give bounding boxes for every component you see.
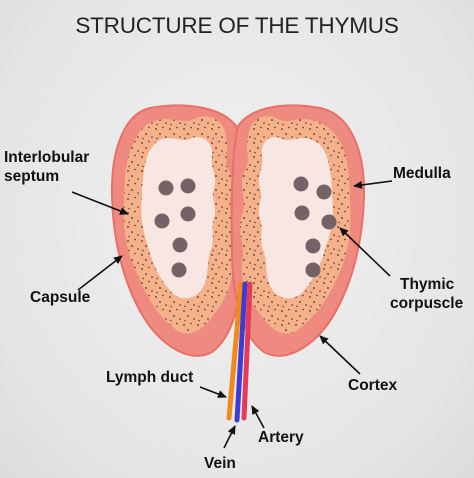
thymic-corpuscle [294, 205, 310, 221]
label-capsule: Capsule [30, 289, 91, 306]
thymic-corpuscle [321, 214, 337, 230]
thymic-corpuscle [180, 206, 196, 222]
arrow-capsule [77, 255, 123, 291]
arrow-medulla [353, 180, 393, 189]
right-medulla [258, 137, 333, 299]
thymic-corpuscle [316, 184, 332, 200]
label-lymph-duct: Lymph duct [106, 369, 193, 386]
arrow-thymic-corpuscle [339, 227, 391, 277]
label-interlobular-septum-line2: septum [4, 168, 59, 185]
arrow-vein [223, 425, 236, 449]
label-vein: Vein [204, 455, 236, 472]
thymic-corpuscle [305, 238, 321, 254]
diagram-title: STRUCTURE OF THE THYMUS [75, 13, 398, 38]
thymic-corpuscle [171, 262, 187, 278]
lymph-duct-vessel [226, 281, 244, 421]
arrow-interlobular-septum [71, 191, 129, 215]
thymic-corpuscle [172, 237, 188, 253]
vein-vessel [234, 281, 248, 423]
label-medulla: Medulla [393, 165, 451, 182]
arrow-cortex [319, 335, 361, 375]
arrow-artery [251, 405, 265, 429]
thymic-corpuscle [305, 262, 321, 278]
label-artery: Artery [258, 429, 304, 446]
arrow-lymph-duct [199, 386, 227, 398]
left-medulla [141, 137, 216, 299]
thymic-corpuscle [180, 178, 196, 194]
artery-vessel [241, 281, 253, 421]
thymic-corpuscle [293, 176, 309, 192]
label-interlobular-septum-line1: Interlobular [4, 149, 89, 166]
right-lobe [230, 104, 366, 357]
thymic-corpuscle [158, 180, 174, 196]
label-thymic-corpuscle-line2: corpuscle [390, 295, 464, 312]
left-lobe [110, 104, 245, 357]
leader-arrows [71, 180, 393, 449]
label-cortex: Cortex [348, 377, 397, 394]
thymic-corpuscle [154, 213, 170, 229]
label-thymic-corpuscle-line1: Thymic [400, 276, 455, 293]
